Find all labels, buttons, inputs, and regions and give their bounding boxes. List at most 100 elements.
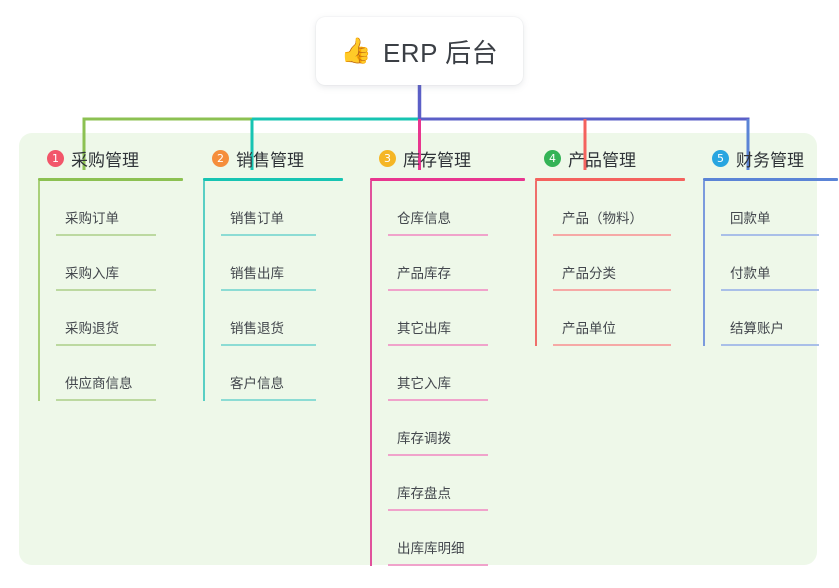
leaf-node[interactable]: 其它出库 <box>370 291 525 346</box>
column-header-2[interactable]: 2 销售管理 <box>203 146 343 170</box>
leaf-node[interactable]: 付款单 <box>703 236 838 291</box>
leaf-underline <box>221 234 316 236</box>
leaf-node[interactable]: 采购入库 <box>38 236 183 291</box>
leaf-node[interactable]: 产品单位 <box>535 291 685 346</box>
leaf-node[interactable]: 销售出库 <box>203 236 343 291</box>
column-badge-5: 5 <box>712 149 729 167</box>
leaf-label: 出库库明细 <box>397 541 465 556</box>
leaf-underline <box>388 399 488 401</box>
column-underline <box>370 178 525 181</box>
column-items: 仓库信息产品库存其它出库其它入库库存调拨库存盘点出库库明细 <box>370 181 525 566</box>
leaf-label: 其它出库 <box>397 321 451 336</box>
column-badge-4: 4 <box>544 149 561 167</box>
leaf-node[interactable]: 销售订单 <box>203 181 343 236</box>
column-2: 2 销售管理销售订单销售出库销售退货客户信息 <box>203 146 343 401</box>
leaf-label: 供应商信息 <box>65 376 133 391</box>
leaf-underline <box>388 289 488 291</box>
column-5: 5 财务管理回款单付款单结算账户 <box>703 146 838 346</box>
column-1: 1 采购管理采购订单采购入库采购退货供应商信息 <box>38 146 183 401</box>
leaf-label: 回款单 <box>730 211 771 226</box>
leaf-label: 产品库存 <box>397 266 451 281</box>
column-header-4[interactable]: 4 产品管理 <box>535 146 685 170</box>
leaf-label: 付款单 <box>730 266 771 281</box>
leaf-underline <box>388 509 488 511</box>
leaf-node[interactable]: 出库库明细 <box>370 511 525 566</box>
column-title: 产品管理 <box>568 150 636 170</box>
column-header-1[interactable]: 1 采购管理 <box>38 146 183 170</box>
column-stem-line <box>38 181 40 401</box>
leaf-underline <box>721 234 819 236</box>
leaf-node[interactable]: 库存盘点 <box>370 456 525 511</box>
column-4: 4 产品管理产品（物料） 产品分类产品单位 <box>535 146 685 346</box>
leaf-node[interactable]: 其它入库 <box>370 346 525 401</box>
leaf-underline <box>553 234 671 236</box>
leaf-node[interactable]: 供应商信息 <box>38 346 183 401</box>
leaf-node[interactable]: 销售退货 <box>203 291 343 346</box>
leaf-label: 销售退货 <box>230 321 284 336</box>
leaf-node[interactable]: 客户信息 <box>203 346 343 401</box>
column-3: 3 库存管理仓库信息产品库存其它出库其它入库库存调拨库存盘点出库库明细 <box>370 146 525 566</box>
leaf-label: 结算账户 <box>730 321 784 336</box>
leaf-label: 产品单位 <box>562 321 616 336</box>
leaf-underline <box>221 289 316 291</box>
leaf-underline <box>56 234 156 236</box>
column-underline <box>203 178 343 181</box>
column-items: 回款单付款单结算账户 <box>703 181 838 346</box>
leaf-label: 销售出库 <box>230 266 284 281</box>
leaf-underline <box>721 289 819 291</box>
leaf-underline <box>721 344 819 346</box>
leaf-node[interactable]: 结算账户 <box>703 291 838 346</box>
leaf-node[interactable]: 产品分类 <box>535 236 685 291</box>
leaf-label: 销售订单 <box>230 211 284 226</box>
leaf-label: 仓库信息 <box>397 211 451 226</box>
leaf-underline <box>56 344 156 346</box>
leaf-label: 客户信息 <box>230 376 284 391</box>
column-badge-3: 3 <box>379 149 396 167</box>
leaf-underline <box>553 344 671 346</box>
leaf-label: 库存盘点 <box>397 486 451 501</box>
column-stem-line <box>370 181 372 566</box>
column-underline <box>535 178 685 181</box>
column-stem-line <box>535 181 537 346</box>
leaf-underline <box>56 399 156 401</box>
column-stem-line <box>203 181 205 401</box>
leaf-underline <box>388 344 488 346</box>
leaf-label: 其它入库 <box>397 376 451 391</box>
column-title: 销售管理 <box>236 150 304 170</box>
column-header-5[interactable]: 5 财务管理 <box>703 146 838 170</box>
leaf-label: 采购入库 <box>65 266 119 281</box>
leaf-label: 产品（物料） <box>562 211 643 226</box>
leaf-node[interactable]: 采购退货 <box>38 291 183 346</box>
root-node[interactable]: 👍 ERP 后台 <box>316 17 523 85</box>
column-items: 采购订单采购入库采购退货供应商信息 <box>38 181 183 401</box>
leaf-node[interactable]: 回款单 <box>703 181 838 236</box>
column-badge-1: 1 <box>47 149 64 167</box>
root-title: ERP 后台 <box>382 37 499 68</box>
column-title: 采购管理 <box>71 150 139 170</box>
leaf-node[interactable]: 产品（物料） <box>535 181 685 236</box>
leaf-node[interactable]: 采购订单 <box>38 181 183 236</box>
leaf-label: 库存调拨 <box>397 431 451 446</box>
column-underline <box>38 178 183 181</box>
leaf-node[interactable]: 产品库存 <box>370 236 525 291</box>
leaf-underline <box>388 234 488 236</box>
leaf-node[interactable]: 库存调拨 <box>370 401 525 456</box>
column-title: 财务管理 <box>736 150 804 170</box>
leaf-label: 采购订单 <box>65 211 119 226</box>
column-header-3[interactable]: 3 库存管理 <box>370 146 525 170</box>
leaf-label: 产品分类 <box>562 266 616 281</box>
leaf-underline <box>221 399 316 401</box>
leaf-underline <box>221 344 316 346</box>
leaf-underline <box>56 289 156 291</box>
column-badge-2: 2 <box>212 149 229 167</box>
leaf-label: 采购退货 <box>65 321 119 336</box>
column-stem-line <box>703 181 705 346</box>
leaf-node[interactable]: 仓库信息 <box>370 181 525 236</box>
column-title: 库存管理 <box>403 150 471 170</box>
leaf-underline <box>388 564 488 566</box>
column-underline <box>703 178 838 181</box>
column-items: 销售订单销售出库销售退货客户信息 <box>203 181 343 401</box>
diagram-panel <box>19 133 817 565</box>
thumbs-up-icon: 👍 <box>340 36 372 65</box>
leaf-underline <box>388 454 488 456</box>
